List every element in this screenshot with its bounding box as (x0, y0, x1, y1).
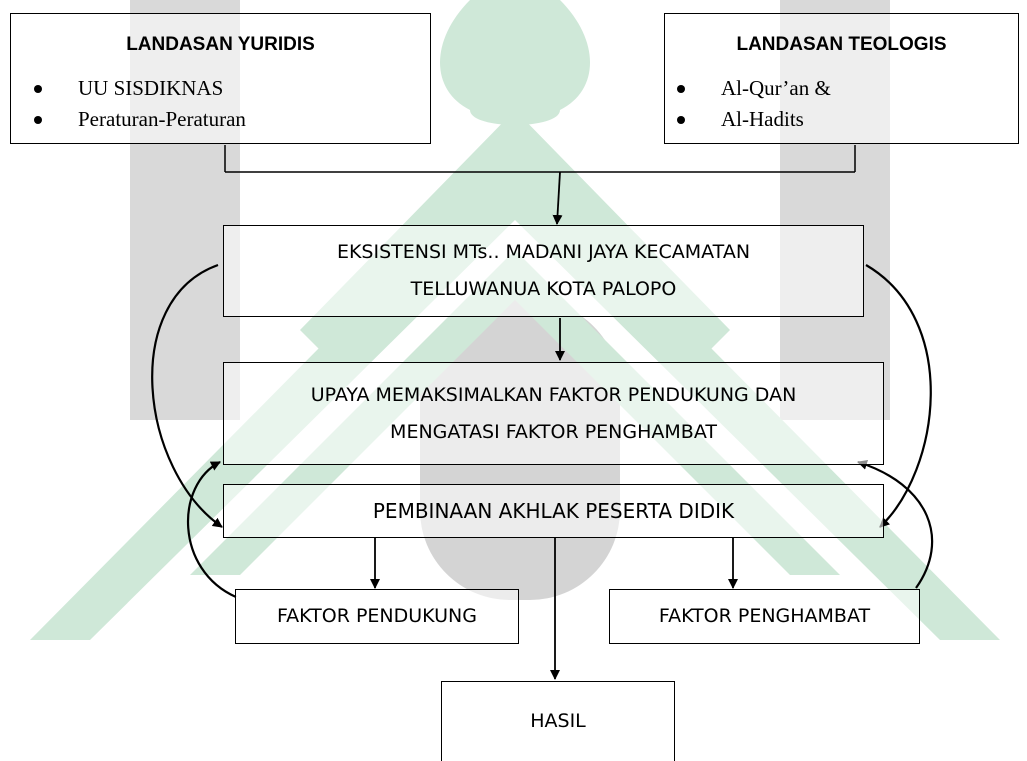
hasil-box: HASIL (441, 681, 675, 761)
landasan-yuridis-box: LANDASAN YURIDIS UU SISDIKNAS Peraturan-… (10, 13, 431, 144)
curve-right-inner (857, 459, 934, 589)
landasan-yuridis-title: LANDASAN YURIDIS (126, 34, 315, 55)
eksistensi-line-1: EKSISTENSI MTs.. MADANI JAYA KECAMATAN (336, 241, 751, 263)
eksistensi-box: EKSISTENSI MTs.. MADANI JAYA KECAMATAN T… (223, 225, 864, 317)
landasan-teologis-list: Al-Qur’an & Al-Hadits (677, 73, 831, 135)
curve-right-outer (865, 264, 932, 528)
pembinaan-box: PEMBINAAN AKHLAK PESERTA DIDIK (223, 484, 884, 538)
landasan-teologis-box: LANDASAN TEOLOGIS Al-Qur’an & Al-Hadits (664, 13, 1019, 144)
list-item: Al-Hadits (677, 104, 831, 135)
faktor-penghambat-label: FAKTOR PENGHAMBAT (658, 605, 871, 627)
landasan-teologis-title: LANDASAN TEOLOGIS (736, 34, 947, 55)
list-item: Al-Qur’an & (677, 73, 831, 104)
arrow-to-eksistensi (552, 171, 563, 225)
eksistensi-line-2: TELLUWANUA KOTA PALOPO (410, 278, 677, 300)
faktor-pendukung-box: FAKTOR PENDUKUNG (235, 589, 519, 644)
upaya-line-1: UPAYA MEMAKSIMALKAN FAKTOR PENDUKUNG DAN (310, 383, 797, 406)
hasil-label: HASIL (530, 710, 586, 732)
curve-left-inner (186, 461, 237, 599)
bracket-connector (224, 145, 856, 173)
upaya-line-2: MENGATASI FAKTOR PENGHAMBAT (390, 420, 717, 443)
curve-left-outer (151, 263, 223, 528)
faktor-pendukung-label: FAKTOR PENDUKUNG (277, 605, 477, 627)
list-item: Peraturan-Peraturan (34, 104, 246, 135)
pembinaan-label: PEMBINAAN AKHLAK PESERTA DIDIK (372, 498, 735, 523)
list-item: UU SISDIKNAS (34, 73, 246, 104)
upaya-box: UPAYA MEMAKSIMALKAN FAKTOR PENDUKUNG DAN… (223, 362, 884, 465)
faktor-penghambat-box: FAKTOR PENGHAMBAT (609, 589, 920, 644)
landasan-yuridis-list: UU SISDIKNAS Peraturan-Peraturan (34, 73, 246, 135)
